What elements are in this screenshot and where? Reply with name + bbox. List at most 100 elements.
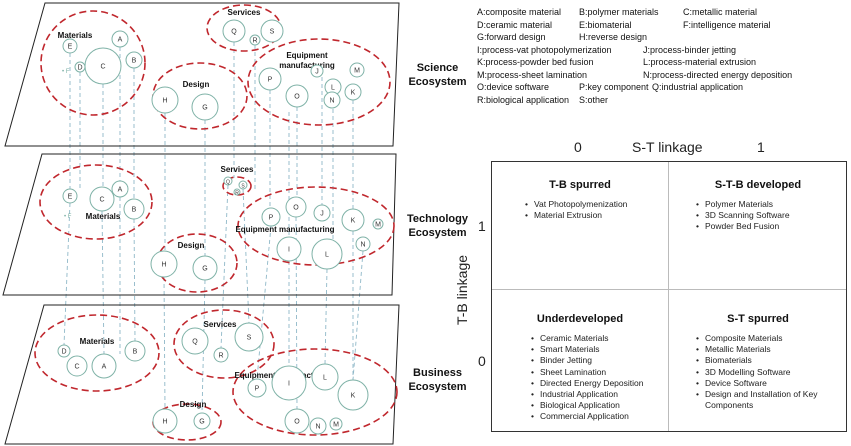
node-q: Q [223,176,233,186]
node-s: S [260,19,284,43]
node-circle [311,238,343,270]
node-letter: C [74,364,79,371]
quadrant-item: Industrial Application [531,389,668,400]
node-letter: N [315,424,320,431]
quadrant-item: Biological Application [531,400,668,411]
node-circle [238,180,248,190]
node-circle [323,91,341,109]
group-label: Design [183,80,210,89]
node-e: E [62,38,78,54]
node-circle [89,186,115,212]
node-letter: E [68,194,73,201]
node-letter: S [241,184,245,190]
node-l: L [324,78,342,96]
quadrant-item: Composite Materials [696,333,845,344]
node-circle [311,363,339,391]
node-m: M [349,62,365,78]
group-label: Materials [86,212,121,221]
group-label: manufacturing [279,61,335,70]
node-b: B [123,198,145,220]
node-j: J [313,204,331,222]
node-circle [222,19,246,43]
node-letter: N [360,242,365,249]
node-circle [355,236,371,252]
node-circle [247,378,267,398]
node-l: L [311,238,343,270]
x-axis-low: 0 [574,139,582,155]
group-label: Equipment manufacturing [235,225,334,234]
node-b: B [125,51,143,69]
node-circle [191,93,219,121]
node-circle [285,84,309,108]
y-axis-low: 0 [478,353,486,369]
group-ellipse [40,10,146,116]
node-letter: Q [226,180,230,186]
node-letter: G [202,105,207,112]
node-m: M [372,218,384,230]
node-letter: J [320,211,324,218]
group-ellipses [34,4,398,441]
node-circle [74,61,86,73]
node-circle [313,204,331,222]
node-letter: R [218,353,223,360]
node-letter: R [235,191,239,197]
node-circle [111,30,129,48]
node-r: R [213,347,229,363]
quadrant-item: Device Software [696,378,845,389]
node-letter: M [333,422,339,429]
node-circle [258,67,282,91]
node-i: I [271,365,307,401]
x-axis-high: 1 [757,139,765,155]
node-n: N [355,236,371,252]
group-label: Design [180,400,207,409]
node-letter: Q [231,29,237,36]
node-letter: D [61,349,66,356]
group-ellipse [39,164,153,240]
linkage-matrix: T-B spurred Vat PhotopolymenizationMater… [491,161,847,432]
node-circle [284,408,310,434]
group-ellipse [247,38,391,126]
node-letter: A [118,37,123,44]
quadrant-item: Binder Jetting [531,355,668,366]
node-circle [223,176,233,186]
y-axis-high: 1 [478,218,486,234]
node-n: N [323,91,341,109]
connector-line [163,276,166,410]
quadrant-stb-developed: S-T-B developed Polymer Materials3D Scan… [669,179,847,233]
connector-line [352,250,364,381]
node-r: R [233,188,241,197]
quadrant-item: 3D Scanning Software [696,210,847,221]
quadrant-underdeveloped: Underdeveloped Ceramic MaterialsSmart Ma… [492,313,668,423]
node-circle [213,347,229,363]
node-circle [91,353,117,379]
quadrant-item: Metallic Materials [696,344,845,355]
node-circle [181,327,209,355]
node-circle [261,207,281,227]
node-circle [123,198,145,220]
node-a: A [111,30,129,48]
node-p: P [258,67,282,91]
node-letter: P [268,77,273,84]
quadrant-title: T-B spurred [549,179,611,191]
node-circle [233,188,241,196]
science-ecosystem-label: Science Ecosystem [408,62,467,88]
node-circle [193,412,211,430]
quadrant-list: Vat PhotopolymenizationMaterial Extrusio… [522,199,668,222]
connector-line [63,202,71,346]
node-letter: B [133,349,138,356]
quadrant-item: Vat Photopolymenization [525,199,668,210]
node-circle [249,34,261,46]
node-s: S [234,322,264,352]
node-circle [111,180,129,198]
quadrant-item: Sheet Lamination [531,367,668,378]
node-letter: B [132,207,137,214]
node-letter: L [331,85,335,92]
quadrant-title: S-T-B developed [714,179,802,191]
node-circle [152,408,178,434]
node-circle [349,62,365,78]
node-q: Q [181,327,209,355]
